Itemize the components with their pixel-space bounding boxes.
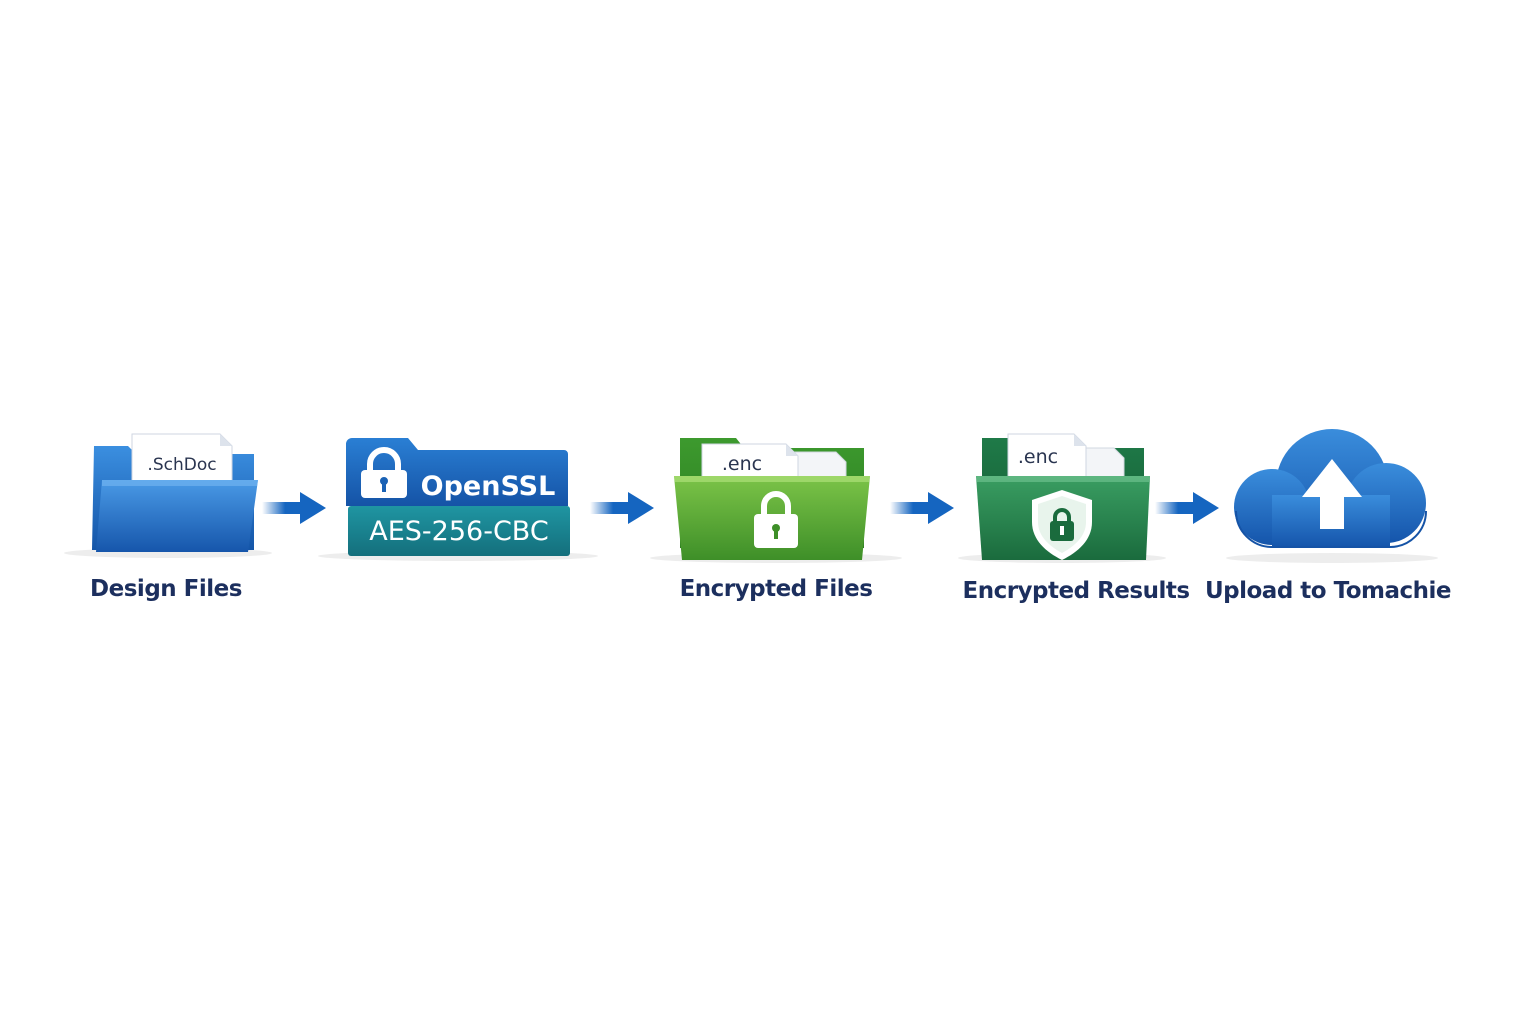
openssl-box: OpenSSL AES-256-CBC — [318, 438, 598, 561]
green-folder-lock-icon: .enc — [650, 438, 902, 563]
padlock-icon — [361, 447, 407, 498]
openssl-title: OpenSSL — [421, 471, 556, 502]
blue-folder-icon: .SchDoc — [64, 433, 272, 558]
step-label-encrypted-results: Encrypted Results — [962, 578, 1190, 604]
encrypted-files-step: .enc — [650, 432, 902, 567]
arrow-right-icon — [590, 490, 658, 530]
enc-file-label: .enc — [1018, 446, 1058, 468]
openssl-subtitle: AES-256-CBC — [369, 516, 548, 547]
enc-file-label: .enc — [722, 453, 762, 475]
shield-folder-icon: .enc — [958, 433, 1166, 563]
arrow-right-icon — [262, 490, 330, 530]
schdoc-file-label: .SchDoc — [147, 455, 216, 475]
cloud-upload-icon — [1226, 429, 1438, 563]
step-label-upload: Upload to Tomachie — [1204, 578, 1452, 604]
step-label-design-files: Design Files — [90, 576, 242, 602]
arrow-right-icon — [890, 490, 958, 530]
padlock-icon — [754, 491, 798, 548]
openssl-step: OpenSSL AES-256-CBC — [318, 436, 600, 566]
shield-icon — [1032, 490, 1092, 560]
upload-step — [1222, 425, 1442, 567]
encrypted-results-step: .enc — [954, 430, 1176, 568]
design-files-step: .SchDoc — [64, 430, 279, 565]
padlock-icon — [1050, 508, 1074, 541]
step-label-encrypted-files: Encrypted Files — [679, 576, 873, 602]
upload-arrow-icon — [1302, 459, 1362, 529]
arrow-right-icon — [1155, 490, 1223, 530]
